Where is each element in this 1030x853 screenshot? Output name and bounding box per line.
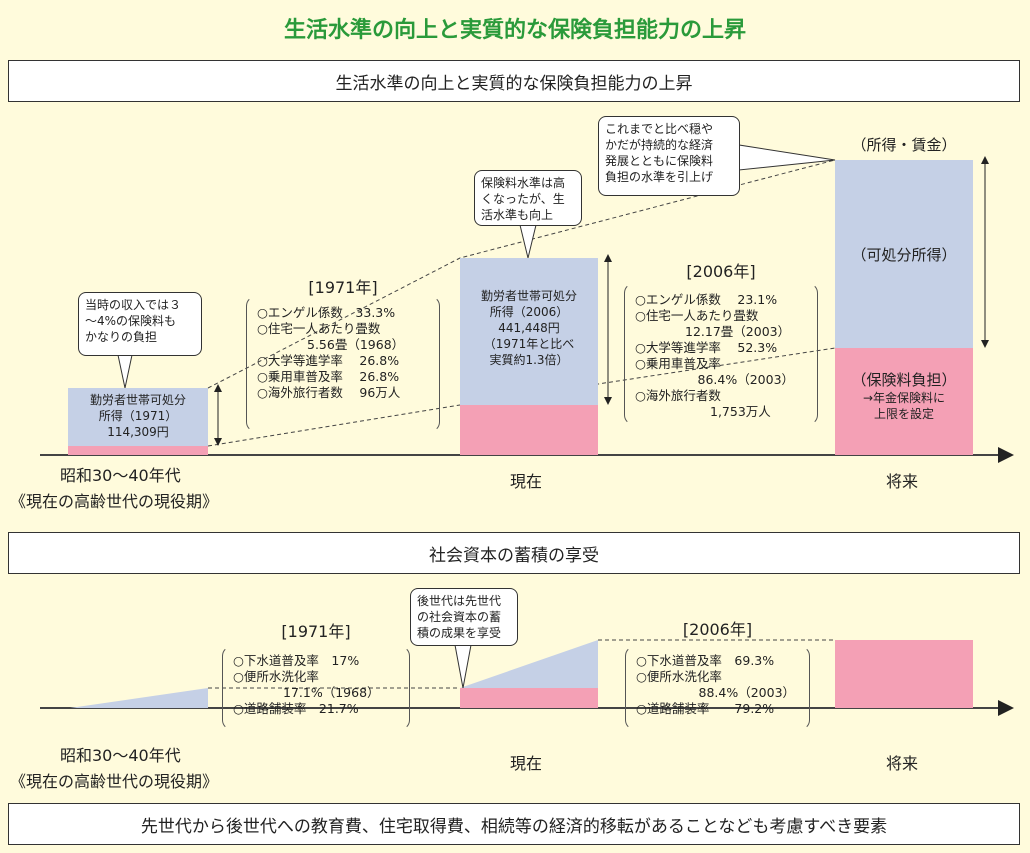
- bubble-text: 保険料水準は高: [481, 176, 566, 190]
- footer-note: 先世代から後世代への教育費、住宅取得費、相続等の経済的移転があることなども考慮す…: [8, 803, 1020, 845]
- capital-year-2006-label: [2006年]: [682, 620, 753, 639]
- present-capital-bar: [460, 688, 598, 708]
- bar-text: 所得（2006）: [489, 305, 569, 319]
- bubble-tail-present: [519, 224, 537, 259]
- year-2006-label: [2006年]: [686, 262, 756, 281]
- bar-text: →年金保険料に: [862, 391, 946, 405]
- axis-label-present: 現在: [510, 472, 543, 491]
- year-1971-label: [1971年]: [308, 278, 378, 297]
- future-disposable-bar: （可処分所得）: [835, 160, 973, 348]
- bar-text: 114,309円: [107, 425, 169, 439]
- bubble-text: の社会資本の蓄: [417, 610, 502, 624]
- bar-text: 勤労者世帯可処分: [89, 393, 186, 407]
- bubble-text: 負担の水準を引上げ: [605, 170, 714, 184]
- bubble-tail-future: [738, 144, 836, 171]
- bubble-text: かなりの負担: [85, 330, 158, 344]
- bubble-text: ～4%の保険料も: [85, 314, 177, 328]
- bubble-capital: 後世代は先世代の社会資本の蓄積の成果を享受: [410, 588, 518, 646]
- present-capital-triangle: [460, 640, 598, 688]
- present-burden-bar: [460, 405, 598, 455]
- bubble-tail-past: [117, 354, 133, 389]
- stats-2006: ○エンゲル係数 23.1% ○住宅一人あたり畳数 12.17畳（2003） ○大…: [624, 283, 818, 425]
- axis2-label-future: 将来: [886, 754, 919, 773]
- stats-1971: ○エンゲル係数 33.3% ○住宅一人あたり畳数 5.56畳（1968） ○大学…: [246, 296, 440, 432]
- bar-text: 上限を設定: [873, 407, 934, 421]
- axis2-label-past: 昭和30～40年代: [60, 746, 181, 765]
- bubble-past: 当時の収入では３ ～4%の保険料もかなりの負担: [78, 292, 202, 356]
- bubble-present: 保険料水準は高くなったが、生活水準も向上: [474, 170, 582, 226]
- capital-stats-2006: ○下水道普及率 69.3% ○便所水洗化率 88.4%（2003） ○道路舗装率…: [625, 646, 810, 730]
- bubble-tail-capital: [454, 644, 472, 689]
- bubble-future: これまでと比べ穏やかだが持続的な経済発展とともに保険料負担の水準を引上げ: [598, 116, 740, 196]
- bubble-text: 発展とともに保険料: [605, 154, 714, 168]
- capital-stats-1971: ○下水道普及率 17% ○便所水洗化率 17.1%（1968） ○道路舗装率 2…: [222, 646, 410, 730]
- future-capital-bar: [835, 640, 973, 708]
- bubble-text: 後世代は先世代: [417, 594, 502, 608]
- section2-header: 社会資本の蓄積の享受: [8, 532, 1020, 574]
- axis-label-past-sub: 《現在の高齢世代の現役期》: [10, 492, 219, 511]
- past-disposable-bar: 勤労者世帯可処分所得（1971） 114,309円: [68, 388, 208, 446]
- page-title: 生活水準の向上と実質的な保険負担能力の上昇: [283, 18, 746, 43]
- bubble-text: 当時の収入では３: [85, 298, 182, 312]
- bubble-text: これまでと比べ穏や: [605, 122, 714, 136]
- bubble-text: かだが持続的な経済: [605, 138, 714, 152]
- bar-text: （1971年と比べ: [483, 337, 575, 351]
- bar-text: （保険料負担）: [851, 371, 957, 389]
- axis2-label-present: 現在: [510, 754, 543, 773]
- axis-label-past: 昭和30～40年代: [60, 466, 181, 485]
- section1-header: 生活水準の向上と実質的な保険負担能力の上昇: [8, 60, 1020, 102]
- future-burden-bar: （保険料負担） →年金保険料に上限を設定: [835, 348, 973, 455]
- bar-text: 所得（1971）: [98, 409, 178, 423]
- future-income-label: （所得・賃金）: [851, 136, 957, 154]
- bubble-text: 積の成果を享受: [417, 626, 502, 640]
- past-burden-bar: [68, 446, 208, 455]
- bar-text: 実質約1.3倍）: [489, 353, 569, 367]
- past-capital-triangle: [70, 688, 208, 708]
- bubble-text: くなったが、生: [481, 192, 565, 206]
- bar-text: 441,448円: [498, 321, 560, 335]
- axis-label-future: 将来: [886, 472, 919, 491]
- present-disposable-bar: 勤労者世帯可処分所得（2006） 441,448円 （1971年と比べ実質約1.3倍…: [460, 258, 598, 405]
- axis2-label-past-sub: 《現在の高齢世代の現役期》: [10, 772, 219, 791]
- capital-year-1971-label: [1971年]: [281, 622, 351, 641]
- bar-text: 勤労者世帯可処分: [480, 289, 577, 303]
- bubble-text: 活水準も向上: [481, 208, 554, 222]
